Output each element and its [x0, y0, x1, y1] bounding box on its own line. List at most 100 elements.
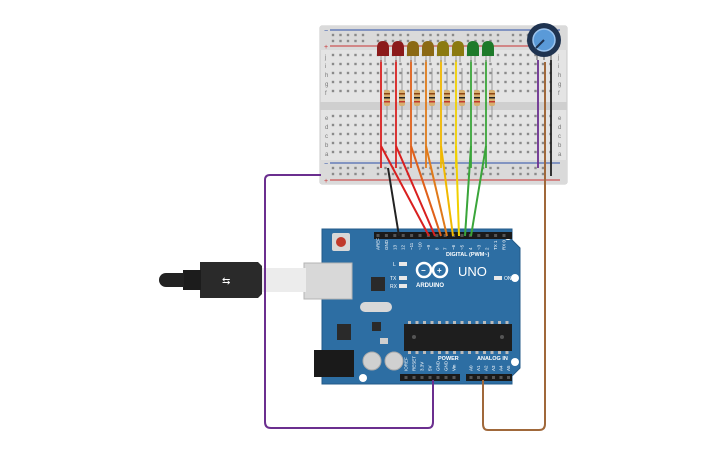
analog-pin-5[interactable] [507, 376, 510, 379]
bb-row-right-j: j [557, 55, 559, 61]
resistor-7[interactable] [474, 68, 480, 120]
resistor-4[interactable] [429, 68, 435, 120]
signal-wire-4[interactable] [425, 145, 448, 237]
bb-row-left-f: f [325, 91, 327, 97]
led-1[interactable] [377, 41, 389, 62]
led-l-label: L [393, 262, 396, 268]
potentiometer[interactable] [527, 23, 561, 60]
power-pin-6[interactable] [452, 376, 456, 379]
led-tx-label: TX [390, 276, 397, 282]
bb-row-left-h: h [325, 73, 328, 79]
chip-legs [408, 321, 509, 354]
digital-pin-0[interactable] [376, 234, 380, 237]
led-7[interactable] [467, 41, 479, 62]
capacitor-2 [384, 351, 404, 371]
analog-pin-3[interactable] [492, 376, 495, 379]
bb-row-right-g: g [558, 82, 561, 88]
signal-wire-8[interactable] [470, 145, 487, 237]
signal-wire-1[interactable] [380, 145, 430, 237]
led-3[interactable] [407, 41, 419, 62]
usb-symbol: ⇆ [222, 276, 230, 287]
power-pin-label-6: Vin [452, 364, 457, 371]
digital-pin-12[interactable] [477, 234, 481, 237]
resistor-3[interactable] [414, 68, 420, 120]
digital-pin-label-3: 12 [401, 244, 406, 250]
led-rx-label: RX [390, 284, 398, 290]
digital-pin-13[interactable] [485, 234, 489, 237]
signal-wire-3[interactable] [410, 145, 442, 237]
resistor-5[interactable] [444, 68, 450, 120]
signal-wire-5[interactable] [440, 145, 454, 237]
usb-port [303, 262, 353, 300]
power-pin-2[interactable] [420, 376, 424, 379]
resistor-2[interactable] [399, 68, 405, 120]
potentiometer-knob-indicator [535, 39, 545, 49]
digital-pin-label-12: ~3 [476, 244, 481, 250]
digital-pin-14[interactable] [494, 234, 498, 237]
arduino-logo: − + [415, 261, 449, 279]
digital-pin-label-11: 4 [468, 247, 473, 250]
led-6[interactable] [452, 41, 464, 62]
analog-pin-1[interactable] [477, 376, 480, 379]
digital-pin-4[interactable] [410, 234, 414, 237]
analog-pin-2[interactable] [484, 376, 488, 379]
led-row [377, 41, 494, 62]
analog-pin-0[interactable] [469, 376, 473, 379]
digital-pin-2[interactable] [393, 234, 397, 237]
resistor-1[interactable] [384, 68, 390, 120]
analog-wire-a0[interactable] [482, 62, 546, 431]
analog-pin-label-3: A3 [491, 365, 496, 371]
bb-row-left-i: i [325, 64, 326, 70]
rail-minus-label-top: − [324, 28, 328, 35]
digital-pin-8[interactable] [443, 234, 447, 237]
digital-pin-15[interactable] [502, 234, 506, 237]
digital-pin-5[interactable] [418, 234, 422, 237]
bb-row-left-j: j [324, 55, 326, 61]
ground-wire[interactable] [387, 167, 400, 237]
signal-wires[interactable] [380, 145, 487, 237]
power-pin-3[interactable] [428, 376, 432, 379]
analog-pin-4[interactable] [499, 376, 503, 379]
usb-cable[interactable]: ⇆ [159, 262, 353, 300]
analog-pin-label-4: A4 [499, 365, 504, 371]
power-pin-label-4: GND [436, 360, 441, 371]
analog-pin-label-0: A0 [469, 365, 474, 371]
atmega-chip [404, 324, 512, 351]
power-pin-label-3: 5V [428, 365, 433, 371]
bb-row-right-i: i [558, 64, 559, 70]
crystal [360, 302, 392, 312]
led-4[interactable] [422, 41, 434, 62]
digital-pin-10[interactable] [460, 234, 464, 237]
power-pin-4[interactable] [436, 376, 440, 379]
resistor-6[interactable] [459, 68, 465, 120]
board-brand-label: ARDUINO [416, 283, 444, 289]
power-pin-1[interactable] [412, 376, 416, 379]
signal-wire-2[interactable] [395, 145, 436, 237]
resistor-8[interactable] [489, 68, 495, 120]
digital-pin-1[interactable] [384, 234, 388, 237]
analog-header-label: ANALOG IN [477, 356, 508, 362]
led-5[interactable] [437, 41, 449, 62]
digital-pin-label-14: TX 1 [493, 240, 498, 250]
led-8[interactable] [482, 41, 494, 62]
power-header-label: POWER [438, 356, 459, 362]
digital-pin-3[interactable] [401, 234, 405, 237]
digital-pin-7[interactable] [435, 234, 439, 237]
power-jack[interactable] [314, 350, 354, 377]
power-pin-0[interactable] [404, 376, 408, 379]
led-rx-indicator [399, 284, 407, 288]
power-wire-5v[interactable] [264, 174, 434, 429]
bb-row-left-a: a [325, 152, 329, 158]
signal-wire-6[interactable] [455, 145, 460, 237]
led-tx-indicator [399, 276, 407, 280]
led-2[interactable] [392, 41, 404, 62]
bb-row-right-a: a [558, 152, 562, 158]
digital-pin-label-2: 13 [392, 244, 397, 250]
signal-wire-7[interactable] [464, 145, 472, 237]
power-pin-5[interactable] [444, 376, 448, 379]
